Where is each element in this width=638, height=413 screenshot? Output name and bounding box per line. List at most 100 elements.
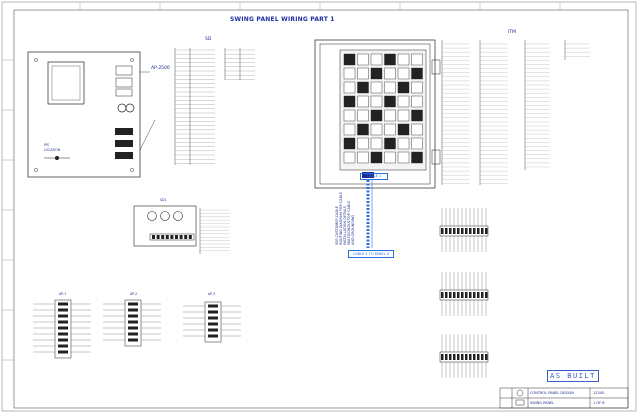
terminal bbox=[485, 292, 488, 298]
itm-module bbox=[343, 151, 356, 164]
ips-label: IPS bbox=[44, 143, 49, 147]
itm-module bbox=[397, 137, 410, 150]
itm-module bbox=[411, 109, 423, 122]
itm-module bbox=[357, 123, 369, 136]
itm-module bbox=[370, 109, 383, 122]
itm-module bbox=[411, 137, 423, 150]
terminal bbox=[156, 235, 160, 239]
title-block-project: SWING PANEL bbox=[530, 401, 555, 405]
itm-module bbox=[397, 123, 410, 136]
itm-terminal-columns bbox=[441, 40, 566, 185]
terminal bbox=[161, 235, 165, 239]
terminal bbox=[128, 332, 138, 336]
itm-module bbox=[397, 95, 410, 108]
terminal bbox=[453, 228, 456, 234]
terminal bbox=[128, 320, 138, 324]
itm-module bbox=[384, 151, 396, 164]
itm-module bbox=[397, 109, 410, 122]
itm-module bbox=[343, 123, 356, 136]
itm-module bbox=[370, 123, 383, 136]
terminal bbox=[449, 292, 452, 298]
terminal bbox=[473, 354, 476, 360]
terminal bbox=[208, 322, 218, 326]
terminal bbox=[445, 228, 448, 234]
terminal bbox=[208, 334, 218, 338]
itm-module bbox=[411, 81, 423, 94]
terminal bbox=[165, 235, 169, 239]
sd1-label: SD1 bbox=[160, 198, 167, 202]
itm-module bbox=[370, 95, 383, 108]
itm-module bbox=[384, 109, 396, 122]
itm-module bbox=[357, 137, 369, 150]
terminal bbox=[453, 292, 456, 298]
terminal bbox=[481, 228, 484, 234]
terminal bbox=[477, 228, 480, 234]
terminal bbox=[461, 292, 464, 298]
itm-module bbox=[384, 53, 396, 66]
itm-module bbox=[357, 67, 369, 80]
terminal bbox=[188, 235, 192, 239]
terminal bbox=[445, 354, 448, 360]
terminal bbox=[469, 228, 472, 234]
sd-terminal-columns bbox=[174, 48, 241, 165]
terminal bbox=[152, 235, 155, 239]
itm-module bbox=[411, 95, 423, 108]
terminal bbox=[469, 354, 472, 360]
ips-panel bbox=[27, 51, 141, 178]
terminal bbox=[58, 326, 68, 330]
terminal bbox=[453, 354, 456, 360]
sd-label: SD bbox=[205, 37, 212, 42]
terminal bbox=[449, 228, 452, 234]
itm-module bbox=[357, 81, 369, 94]
itm-module bbox=[411, 53, 423, 66]
itm-module bbox=[343, 67, 356, 80]
terminal bbox=[58, 332, 68, 336]
terminal-strip bbox=[439, 351, 489, 363]
terminal bbox=[477, 354, 480, 360]
itm-module bbox=[370, 53, 383, 66]
ap2-label: AP-2 bbox=[130, 292, 138, 296]
ap3-label: AP-3 bbox=[208, 292, 216, 296]
terminal bbox=[441, 292, 444, 298]
itm-module bbox=[343, 109, 356, 122]
title-block-sheet: 1 OF 6 bbox=[593, 401, 605, 405]
terminal bbox=[208, 328, 218, 332]
terminal bbox=[208, 310, 218, 314]
terminal bbox=[485, 354, 488, 360]
terminal bbox=[128, 338, 138, 342]
terminal bbox=[170, 235, 174, 239]
ips-sublabel: LOCATION bbox=[44, 148, 61, 152]
terminal bbox=[477, 292, 480, 298]
terminal bbox=[128, 314, 138, 318]
itm-label: ITM bbox=[508, 30, 516, 35]
terminal bbox=[461, 228, 464, 234]
terminal bbox=[179, 235, 183, 239]
ap2500-label: AP-2500 bbox=[151, 66, 170, 71]
itm-module bbox=[397, 81, 410, 94]
itm-module bbox=[343, 95, 356, 108]
itm-module bbox=[384, 137, 396, 150]
terminal bbox=[128, 302, 138, 306]
terminal bbox=[58, 314, 68, 318]
terminal bbox=[441, 354, 444, 360]
terminal bbox=[441, 228, 444, 234]
terminal bbox=[465, 354, 468, 360]
itm-module bbox=[411, 67, 423, 80]
terminal bbox=[469, 292, 472, 298]
itm-module bbox=[370, 81, 383, 94]
terminal bbox=[58, 320, 68, 324]
itm-module bbox=[384, 81, 396, 94]
cable-note: SEE CUSTOMER CABLE ROUTING DIAGRAM FOR C… bbox=[335, 192, 355, 245]
terminal-strip bbox=[439, 225, 489, 237]
as-built-stamp: AS BUILT bbox=[547, 370, 599, 382]
terminal bbox=[465, 292, 468, 298]
itm-module bbox=[357, 95, 369, 108]
terminal bbox=[461, 354, 464, 360]
terminal bbox=[128, 308, 138, 312]
terminal-strip bbox=[54, 299, 72, 359]
itm-module bbox=[343, 137, 356, 150]
cable-tag-top: CABLE 1 bbox=[360, 173, 388, 180]
terminal bbox=[473, 292, 476, 298]
itm-module bbox=[397, 151, 410, 164]
